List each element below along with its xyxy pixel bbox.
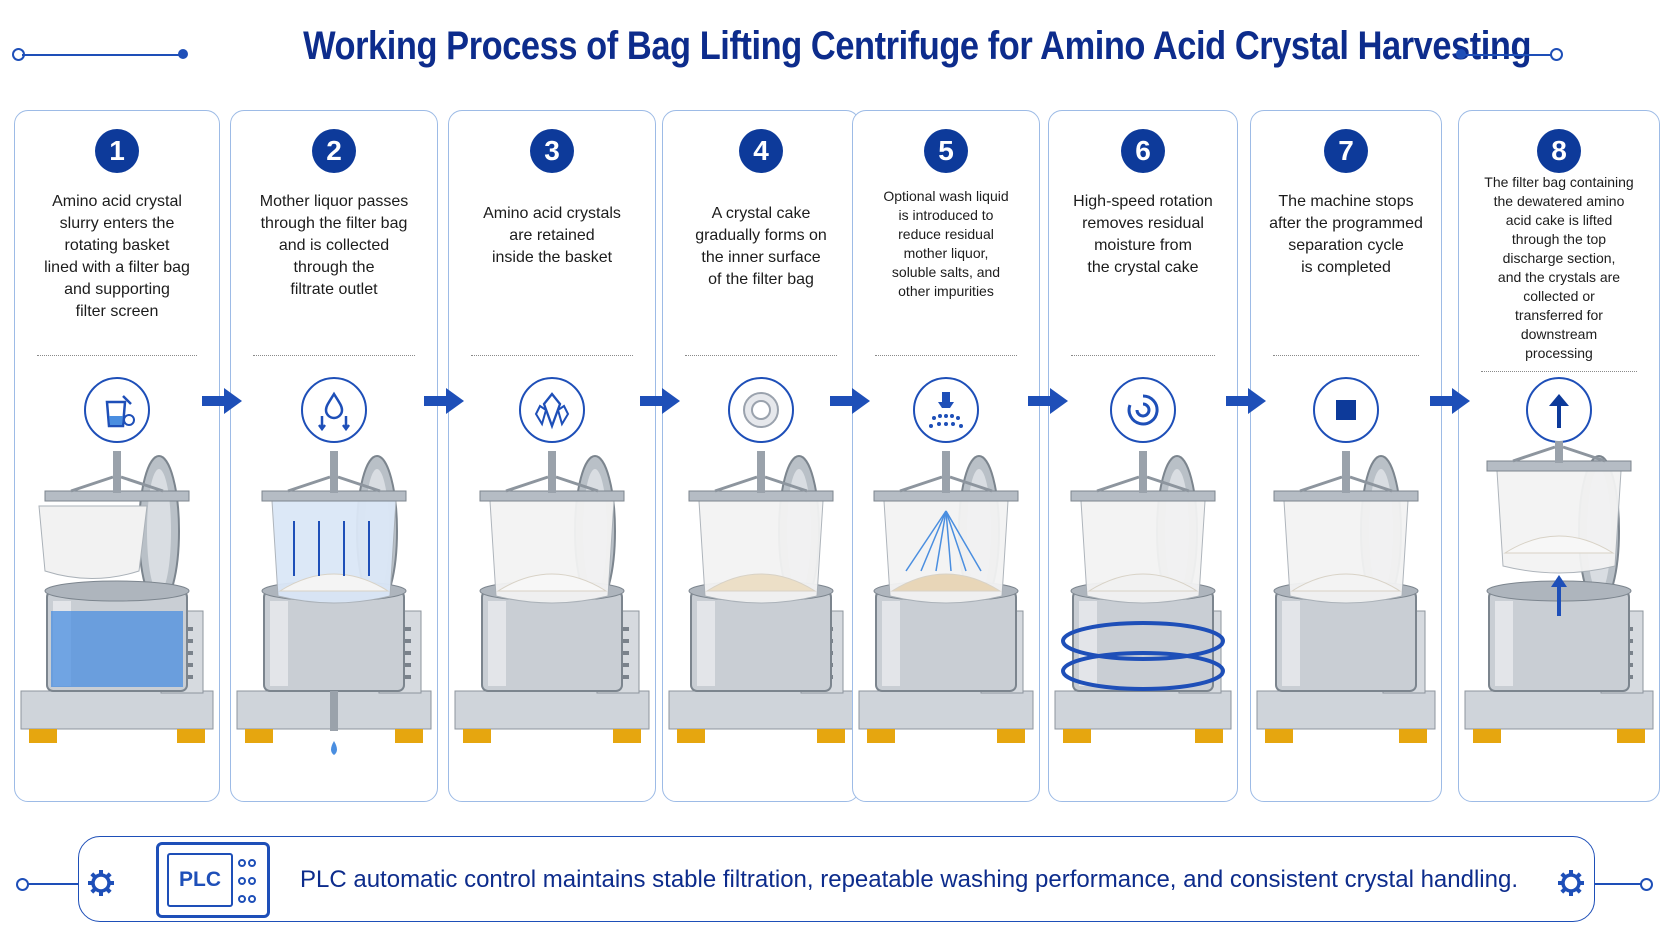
- centrifuge-illustration: [231, 441, 437, 801]
- footer-line-left: [22, 883, 82, 885]
- footer-banner: [78, 836, 1595, 922]
- dotted-separator: [1273, 355, 1419, 356]
- dotted-separator: [253, 355, 415, 356]
- dotted-separator: [1481, 371, 1637, 372]
- title-row: Working Process of Bag Lifting Centrifug…: [0, 18, 1672, 88]
- plc-screen-label: PLC: [167, 853, 233, 907]
- step-description: High-speed rotation removes residual moi…: [1073, 193, 1213, 276]
- footer-text: PLC automatic control maintains stable f…: [300, 866, 1518, 893]
- step-number: 2: [312, 129, 356, 173]
- footer-line-right: [1592, 883, 1644, 885]
- rotation-icon: [1110, 377, 1176, 443]
- centrifuge-illustration: [1459, 421, 1659, 801]
- gear-icon-right: [1558, 870, 1584, 896]
- title-deco-dot-right: [1456, 49, 1466, 59]
- dotted-separator: [1071, 355, 1215, 356]
- flow-arrow-icon: [202, 386, 244, 421]
- centrifuge-illustration: [1049, 441, 1237, 801]
- step-number: 4: [739, 129, 783, 173]
- title-deco-dot-left: [178, 49, 188, 59]
- step-description: The machine stops after the programmed s…: [1269, 193, 1423, 276]
- gear-icon-left: [88, 870, 114, 896]
- plc-buttons: [237, 855, 259, 909]
- title-deco-line-right: [1464, 54, 1554, 56]
- step-number: 1: [95, 129, 139, 173]
- flow-arrow-icon: [640, 386, 682, 421]
- step-number: 3: [530, 129, 574, 173]
- step-description: Amino acid crystal slurry enters the rot…: [44, 193, 190, 320]
- lift-arrow-icon: [1526, 377, 1592, 443]
- flow-arrow-icon: [1226, 386, 1268, 421]
- dotted-separator: [875, 355, 1017, 356]
- step-description: Mother liquor passes through the filter …: [259, 193, 409, 298]
- title-deco-ring-right: [1550, 48, 1563, 61]
- title-deco-line-left: [22, 54, 180, 56]
- step-description: Optional wash liquid is introduced to re…: [883, 188, 1009, 299]
- flow-arrow-icon: [424, 386, 466, 421]
- plc-controller-icon: PLC: [156, 842, 270, 918]
- step-number: 6: [1121, 129, 1165, 173]
- step-description: Amino acid crystals are retained inside …: [483, 205, 621, 266]
- centrifuge-illustration: [853, 441, 1039, 801]
- step-number: 5: [924, 129, 968, 173]
- stop-icon: [1313, 377, 1379, 443]
- flow-arrow-icon: [1028, 386, 1070, 421]
- step-description: The filter bag containing the dewatered …: [1484, 174, 1634, 361]
- slurry-beaker-icon: [84, 377, 150, 443]
- dotted-separator: [471, 355, 633, 356]
- spray-nozzle-icon: [913, 377, 979, 443]
- centrifuge-illustration: [1251, 441, 1441, 801]
- flow-arrow-icon: [1430, 386, 1472, 421]
- centrifuge-illustration: [15, 441, 219, 801]
- crystal-icon: [519, 377, 585, 443]
- centrifuge-illustration: [663, 441, 859, 801]
- step-number: 7: [1324, 129, 1368, 173]
- centrifuge-illustration: [449, 441, 655, 801]
- step-card-4: 4 A crystal cake gradually forms on the i…: [662, 110, 860, 802]
- dotted-separator: [685, 355, 837, 356]
- footer-ring-right: [1640, 878, 1653, 891]
- dotted-separator: [37, 355, 197, 356]
- cake-ring-icon: [728, 377, 794, 443]
- droplet-down-icon: [301, 377, 367, 443]
- step-number: 8: [1537, 129, 1581, 173]
- footer-ring-left: [16, 878, 29, 891]
- flow-arrow-icon: [830, 386, 872, 421]
- step-description: A crystal cake gradually forms on the in…: [695, 205, 827, 288]
- page-title: Working Process of Bag Lifting Centrifug…: [303, 24, 1532, 68]
